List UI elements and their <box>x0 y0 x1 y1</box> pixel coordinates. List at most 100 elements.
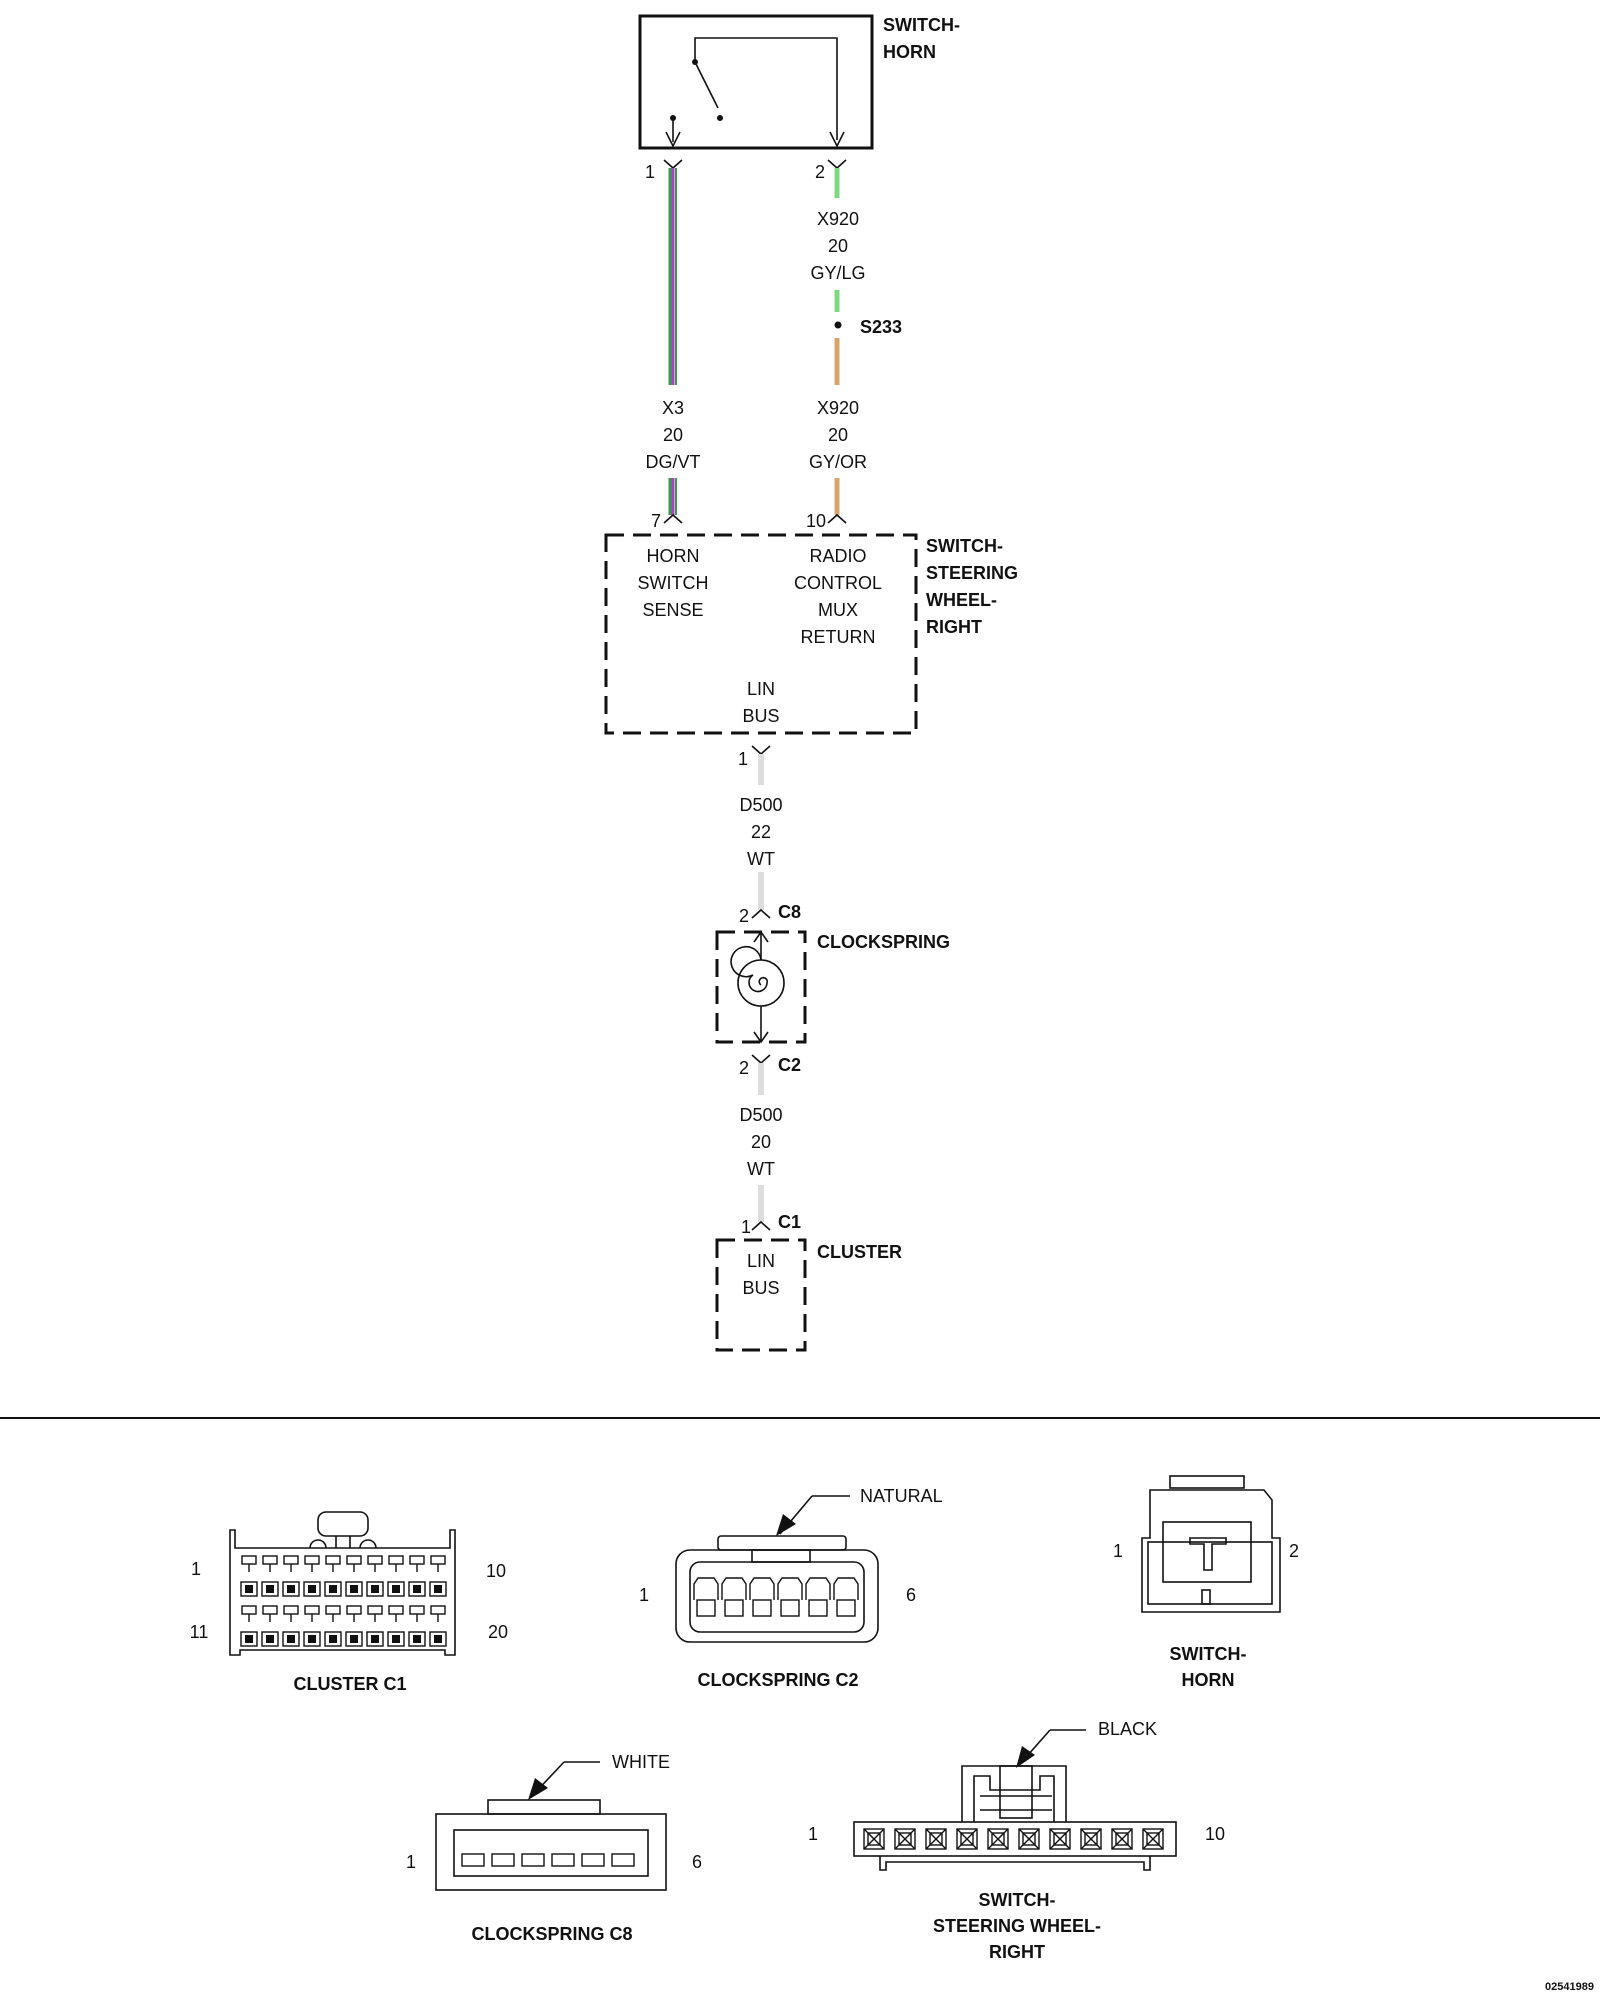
cluster-pin: 1 <box>741 1217 751 1237</box>
switch-right-cavity <box>1142 1828 1164 1850</box>
clockspring-c8-color-tag: WHITE <box>612 1752 670 1772</box>
clockspring-c2-cavity <box>833 1577 859 1600</box>
clockspring-c2-color-tag: NATURAL <box>860 1486 943 1506</box>
cluster-c1-terminal-core <box>413 1635 421 1643</box>
clockspring-c2-terminal <box>808 1599 828 1617</box>
cluster-c1-terminal <box>240 1581 258 1597</box>
switch-right-pins <box>863 1828 1164 1850</box>
wire-x920-top-code: X920 <box>817 209 859 229</box>
clockspring-pin-bottom: 2 <box>739 1058 749 1078</box>
switch-right-cavity-inner <box>929 1832 943 1846</box>
switch-right-cavity-cross <box>987 1828 1009 1850</box>
switch-right-cavity-inner <box>867 1832 881 1846</box>
cluster-c1-terminal-core <box>371 1585 379 1593</box>
cluster-c1-cavity <box>325 1605 341 1615</box>
switch-right-cavity-inner <box>898 1832 912 1846</box>
cluster-c1-terminal-core <box>308 1585 316 1593</box>
cluster-c1-terminal <box>429 1631 447 1647</box>
switch-right-title-3: RIGHT <box>989 1942 1045 1962</box>
wire-x920-top-gauge: 20 <box>828 236 848 256</box>
cluster-c1-terminal-core <box>371 1635 379 1643</box>
wire-d500-top-gauge: 22 <box>751 822 771 842</box>
switch-horn-title-1: SWITCH- <box>883 15 960 35</box>
switch-right-cavity-cross <box>1111 1828 1133 1850</box>
switch-right-cavity <box>925 1828 947 1850</box>
cluster-c1-cavity <box>346 1605 362 1615</box>
cluster-conn: C1 <box>778 1212 801 1232</box>
cluster-c1-cavity <box>241 1605 257 1615</box>
switch-horn-view-pin-r: 2 <box>1289 1541 1299 1561</box>
radio-control-line-2: CONTROL <box>794 573 882 593</box>
switch-right-cavity <box>1111 1828 1133 1850</box>
switch-right-connector-view: BLACK 1 10 SWITCH- STEERING WHEEL- RIGHT <box>808 1719 1225 1962</box>
cluster-c1-cavity <box>304 1605 320 1615</box>
switch-right-cavity <box>956 1828 978 1850</box>
cluster-c1-terminal <box>303 1581 321 1597</box>
cluster-c1-terminal <box>366 1631 384 1647</box>
wire-x920-top-color: GY/LG <box>810 263 865 283</box>
cluster-c1-terminal <box>261 1581 279 1597</box>
clockspring-c8-cavity <box>491 1853 515 1867</box>
switch-right-cavity <box>987 1828 1009 1850</box>
cluster-c1-terminal-core <box>266 1585 274 1593</box>
wire-d500-bottom-gauge: 20 <box>751 1132 771 1152</box>
cluster-c1-pin-bl: 11 <box>190 1622 209 1642</box>
cluster-c1-terminal <box>345 1581 363 1597</box>
switch-horn-pin-2-label: 2 <box>815 162 825 182</box>
cluster-c1-terminal <box>429 1581 447 1597</box>
cluster-c1-terminal-core <box>434 1585 442 1593</box>
cluster-c1-cavity <box>262 1605 278 1615</box>
switch-right-cavity <box>1018 1828 1040 1850</box>
clockspring-c2-cavity <box>749 1577 775 1600</box>
clockspring-c2-terminal <box>752 1599 772 1617</box>
wire-x3-code: X3 <box>662 398 684 418</box>
clockspring-c2-cavity <box>805 1577 831 1600</box>
cluster-c1-cavity <box>262 1555 278 1565</box>
wire-x920-bottom-color: GY/OR <box>809 452 867 472</box>
cluster-c1-pin-br: 20 <box>488 1622 508 1642</box>
cluster-c1-terminal-core <box>245 1585 253 1593</box>
splice-s233: S233 <box>834 317 902 337</box>
switch-horn-title-2: HORN <box>883 42 936 62</box>
switch-right-color-tag: BLACK <box>1098 1719 1157 1739</box>
radio-control-line-1: RADIO <box>809 546 866 566</box>
switch-right-cavity-inner <box>1115 1832 1129 1846</box>
switch-right-cavity-cross <box>925 1828 947 1850</box>
clockspring-c2-pin-r: 6 <box>906 1585 916 1605</box>
sw-right-pin-7: 7 <box>651 511 661 531</box>
switch-right-title-2: STEERING WHEEL- <box>933 1916 1101 1936</box>
cluster-c1-terminal-core <box>392 1585 400 1593</box>
clockspring-conn-top: C8 <box>778 902 801 922</box>
switch-steering-wheel-right-component: 7 10 HORN SWITCH SENSE RADIO CONTROL MUX… <box>604 511 1018 769</box>
cluster-c1-terminal-core <box>392 1635 400 1643</box>
cluster-c1-pin-tl: 1 <box>191 1559 201 1579</box>
cluster-c1-cavity <box>430 1605 446 1615</box>
switch-horn-pin-1-label: 1 <box>645 162 655 182</box>
switch-right-pin-r: 10 <box>1205 1824 1225 1844</box>
switch-right-cavity <box>1080 1828 1102 1850</box>
clockspring-c8-pin-l: 1 <box>406 1852 416 1872</box>
clockspring-c2-terminal <box>780 1599 800 1617</box>
clockspring-conn-bottom: C2 <box>778 1055 801 1075</box>
clockspring-c2-connector-view: NATURAL 1 6 CLOCKSPRING C2 <box>639 1486 943 1690</box>
clockspring-c8-cavity <box>461 1853 485 1867</box>
switch-right-cavity-inner <box>960 1832 974 1846</box>
cluster-c1-terminal-core <box>434 1635 442 1643</box>
cluster-c1-terminal-core <box>287 1585 295 1593</box>
cluster-c1-terminal <box>303 1631 321 1647</box>
wire-x920-top: X920 20 GY/LG <box>810 168 866 312</box>
switch-right-cavity-inner <box>1146 1832 1160 1846</box>
wire-x3: X3 20 DG/VT <box>645 168 701 515</box>
cluster-c1-terminal-core <box>266 1635 274 1643</box>
figure-id: 02541989 <box>1545 1981 1594 1993</box>
clockspring-c8-cavity <box>581 1853 605 1867</box>
cluster-c1-terminal-core <box>287 1635 295 1643</box>
sw-right-pin-10: 10 <box>806 511 826 531</box>
sw-right-title-1: SWITCH- <box>926 536 1003 556</box>
horn-switch-sense-line-1: HORN <box>647 546 700 566</box>
switch-right-cavity-inner <box>991 1832 1005 1846</box>
radio-control-line-3: MUX <box>818 600 858 620</box>
cluster-c1-terminal-core <box>350 1585 358 1593</box>
clockspring-c2-terminal <box>836 1599 856 1617</box>
switch-right-cavity-cross <box>956 1828 978 1850</box>
